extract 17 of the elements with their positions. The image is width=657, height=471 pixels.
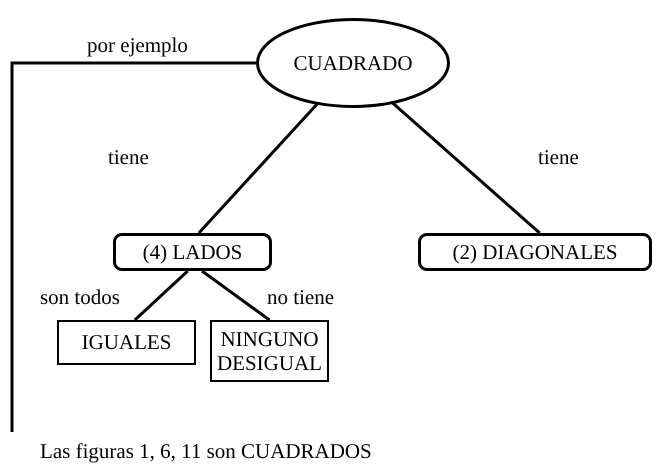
connector-line [201, 270, 270, 322]
concept-ellipse [256, 18, 450, 108]
edge-label: por ejemplo [85, 34, 190, 58]
concept-box [210, 320, 329, 382]
connector-line [10, 62, 256, 432]
connector-line [134, 270, 189, 322]
concept-box [57, 320, 196, 365]
concept-label: (2) DIAGONALES [452, 240, 618, 264]
concept-box [113, 233, 272, 271]
concept-label: IGUALES [82, 330, 172, 355]
example-text: Las figuras 1, 6, 11 son CUADRADOS [40, 438, 372, 464]
connector-line [198, 102, 320, 234]
concept-label: (4) LADOS [142, 240, 242, 264]
concept-label: CUADRADO [293, 50, 412, 76]
concept-label: NINGUNO DESIGUAL [216, 326, 323, 376]
concept-box [418, 233, 652, 271]
connector-line [390, 101, 541, 234]
